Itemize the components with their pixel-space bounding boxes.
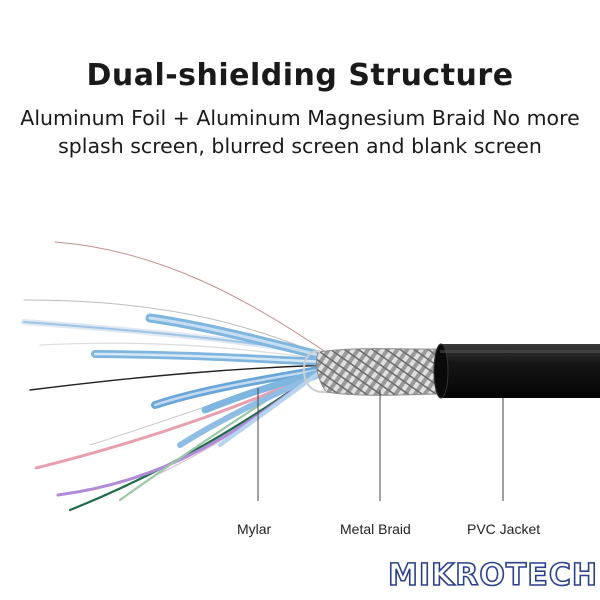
mylar-foil — [21, 313, 335, 448]
subtitle-line-1: Aluminum Foil + Aluminum Magnesium Braid… — [20, 106, 580, 130]
brand-logo: MIKROTECH — [387, 557, 598, 594]
page-title: Dual-shielding Structure — [86, 58, 514, 93]
page-subtitle: Aluminum Foil + Aluminum Magnesium Braid… — [0, 104, 600, 160]
pvc-jacket-label: PVC Jacket — [467, 521, 541, 537]
mylar-label: Mylar — [237, 521, 272, 537]
metal-braid — [315, 348, 441, 396]
subtitle-line-2: splash screen, blurred screen and blank … — [58, 134, 542, 158]
inner-wires — [34, 366, 322, 512]
metal-braid-label: Metal Braid — [340, 521, 411, 537]
